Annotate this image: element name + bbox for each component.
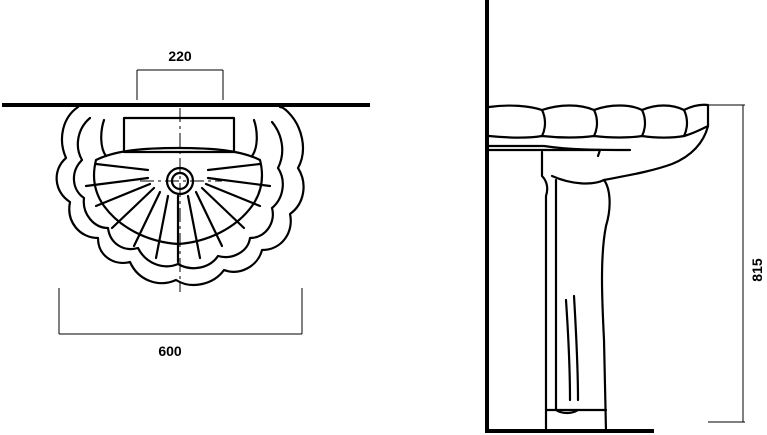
pedestal [540, 150, 549, 433]
basin-outer-outline [55, 105, 305, 287]
height-dimension: 815 [708, 104, 765, 423]
basin-inner-outline [72, 116, 284, 270]
top-width-dimension: 220 [136, 48, 224, 100]
overall-width-dimension: 600 [58, 288, 303, 359]
plan-view: 220 [2, 48, 370, 359]
basin-ribs [84, 162, 272, 264]
basin-back-deck [122, 116, 236, 154]
side-view: 815 [485, 0, 765, 433]
height-label: 815 [749, 258, 765, 282]
overall-width-label: 600 [158, 343, 182, 359]
top-width-label: 220 [168, 48, 192, 64]
basin-bowl [93, 146, 263, 246]
basin-rim [487, 103, 710, 139]
